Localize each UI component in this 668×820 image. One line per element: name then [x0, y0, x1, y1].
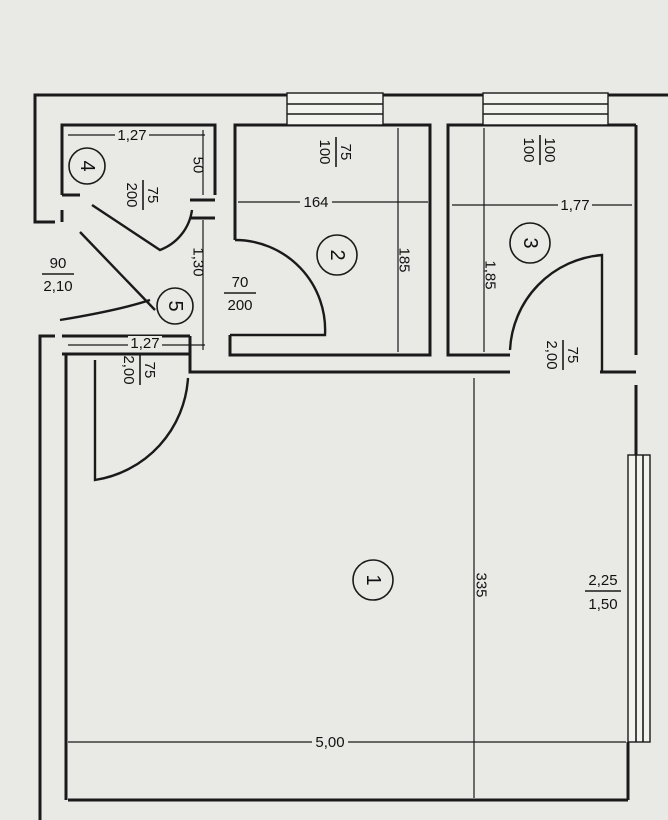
walls	[33, 93, 668, 820]
svg-text:75: 75	[564, 347, 581, 364]
door1-label: 75 2,00	[120, 355, 158, 385]
room-markers: 1 2 3 4 5	[68, 147, 551, 601]
entrance-door-leaf	[79, 231, 156, 311]
door-room3	[508, 253, 604, 372]
label-bg	[128, 336, 162, 350]
svg-text:90: 90	[50, 255, 67, 272]
room4-wall	[60, 123, 217, 195]
dim-127-mid: 1,27	[130, 335, 159, 352]
dimension-labels: 1,27 50 164 185 1,77 1,85 1,30 1,27 335 …	[115, 127, 592, 751]
svg-text:75: 75	[141, 362, 158, 379]
outer-wall-left	[38, 334, 55, 820]
room1-number: 1	[362, 574, 384, 585]
room1-circle	[352, 559, 394, 601]
window-room3	[482, 92, 609, 126]
svg-text:200: 200	[123, 182, 140, 207]
win3-label: 100 100	[520, 135, 558, 165]
svg-text:100: 100	[316, 139, 333, 164]
label-bg	[115, 128, 149, 142]
door2-label: 70 200	[224, 274, 256, 314]
corridor-wall	[188, 352, 510, 374]
opening-labels: 75 100 100 100 75 200 75 2,00 75 2,00 90	[42, 135, 621, 613]
dim-185-r3: 1,85	[482, 260, 499, 289]
windows	[286, 92, 651, 743]
doors	[59, 203, 604, 482]
entrance-door-arc	[59, 298, 151, 322]
win2-label: 75 100	[316, 137, 354, 167]
dimension-lines	[68, 128, 632, 798]
svg-text:75: 75	[337, 144, 354, 161]
outer-wall-top-left	[33, 93, 287, 224]
svg-text:75: 75	[144, 187, 161, 204]
svg-text:2,10: 2,10	[43, 278, 72, 295]
door-room1	[93, 360, 190, 482]
room3-number: 3	[519, 237, 541, 248]
room5-circle	[156, 287, 194, 325]
room2-number: 2	[326, 249, 348, 260]
svg-text:2,00: 2,00	[120, 355, 137, 384]
room3-circle	[509, 222, 551, 264]
label-bg	[558, 198, 592, 212]
room5-number: 5	[164, 300, 186, 311]
dim-500: 5,00	[315, 734, 344, 751]
svg-text:1,50: 1,50	[588, 596, 617, 613]
room4-circle	[68, 147, 106, 185]
win1-label: 2,25 1,50	[585, 572, 621, 613]
svg-text:2,25: 2,25	[588, 572, 617, 589]
dim-50: 50	[190, 157, 207, 174]
door3-label: 75 2,00	[543, 340, 581, 370]
room2-wall-top	[228, 123, 432, 357]
svg-text:100: 100	[520, 137, 537, 162]
dim-335: 335	[473, 572, 490, 597]
door-room4	[91, 203, 194, 252]
window-room2	[286, 92, 384, 126]
dim-177: 1,77	[560, 197, 589, 214]
entrance-label: 90 2,10	[42, 255, 74, 295]
window-room1	[627, 454, 651, 743]
room4-number: 4	[76, 160, 98, 171]
svg-text:200: 200	[227, 297, 252, 314]
door4-label: 75 200	[123, 180, 161, 210]
svg-text:100: 100	[541, 137, 558, 162]
svg-text:2,00: 2,00	[543, 340, 560, 369]
dim-130: 1,30	[190, 247, 207, 276]
dim-164: 164	[303, 194, 328, 211]
dim-127-top: 1,27	[117, 127, 146, 144]
label-bg	[312, 735, 348, 749]
door-room2	[230, 238, 327, 337]
dim-185-r2: 185	[396, 247, 413, 272]
svg-text:70: 70	[232, 274, 249, 291]
label-bg	[300, 195, 332, 209]
room2-circle	[316, 234, 358, 276]
